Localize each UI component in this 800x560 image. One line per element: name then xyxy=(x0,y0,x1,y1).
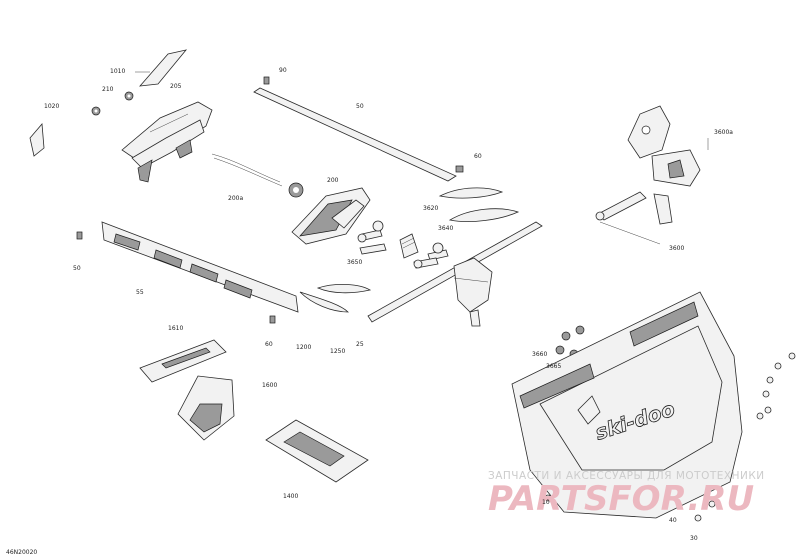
part-label: 1200 xyxy=(296,344,311,351)
part-label: 1600 xyxy=(262,382,277,389)
nut-210 xyxy=(91,106,101,116)
fastener-60-left xyxy=(269,315,276,324)
fasteners-bottom xyxy=(544,494,716,522)
part-1010-shape xyxy=(139,49,188,87)
bolts-3640 xyxy=(413,242,449,269)
part-1400-kit xyxy=(265,419,369,483)
part-label: 200 xyxy=(327,177,339,184)
part-label: 60 xyxy=(265,341,273,348)
part-label: 1250 xyxy=(330,348,345,355)
reference-code: 46N20020 xyxy=(6,549,37,556)
watermark-line2: PARTSFOR.RU xyxy=(488,479,754,519)
part-label: 50 xyxy=(356,103,364,110)
fastener-90 xyxy=(263,76,270,85)
part-label: 3600 xyxy=(669,245,684,252)
bolts-3650 xyxy=(357,220,387,255)
fastener-50-left xyxy=(76,231,83,240)
screws-right xyxy=(756,352,796,420)
part-label: 55 xyxy=(136,289,144,296)
part-25-crossbar xyxy=(367,221,543,327)
part-55-panel xyxy=(101,221,299,313)
part-label: 3660 xyxy=(532,351,547,358)
lens-seal-lower xyxy=(438,187,504,199)
part-3620-clamp xyxy=(399,233,419,259)
part-label: 3640 xyxy=(438,225,453,232)
part-label: 210 xyxy=(102,86,114,93)
part-label: 50 xyxy=(73,265,81,272)
part-label: 10 xyxy=(542,499,550,506)
part-1610-bracket xyxy=(139,339,227,383)
part-label: 1400 xyxy=(283,493,298,500)
part-50-rod xyxy=(253,87,457,182)
part-label: 60 xyxy=(474,153,482,160)
part-label: 30 xyxy=(690,535,698,542)
part-200-headlight xyxy=(291,187,371,245)
part-label: 1610 xyxy=(168,325,183,332)
part-1020-shape xyxy=(29,123,45,157)
part-label: 3600a xyxy=(714,129,733,136)
part-3600a-bracket xyxy=(595,105,701,225)
leader-3600 xyxy=(599,221,661,245)
part-label: 3650 xyxy=(347,259,362,266)
part-label: 200a xyxy=(228,195,243,202)
part-label: 3665 xyxy=(546,363,561,370)
part-label: 1020 xyxy=(44,103,59,110)
part-label: 90 xyxy=(279,67,287,74)
part-label: 25 xyxy=(356,341,364,348)
part-1600-housing xyxy=(177,375,235,441)
part-205-housing xyxy=(121,101,213,183)
fastener-60-top xyxy=(455,165,464,173)
lens-seal-upper xyxy=(448,208,520,222)
part-label: 205 xyxy=(170,83,182,90)
part-label: 1010 xyxy=(110,68,125,75)
lens-1250 xyxy=(316,284,372,294)
front-bumper-panel xyxy=(511,291,743,519)
part-labels: 1010 90 205 210 1020 50 60 200a 200 3620… xyxy=(44,67,733,542)
part-label: 3620 xyxy=(423,205,438,212)
watermark-line1: ЗАПЧАСТИ И АКСЕССУАРЫ ДЛЯ МОТОТЕХНИКИ xyxy=(488,470,765,482)
nut-205 xyxy=(124,91,134,101)
lens-1200 xyxy=(299,291,349,313)
part-200a-harness xyxy=(211,153,304,198)
part-label: 40 xyxy=(669,517,677,524)
